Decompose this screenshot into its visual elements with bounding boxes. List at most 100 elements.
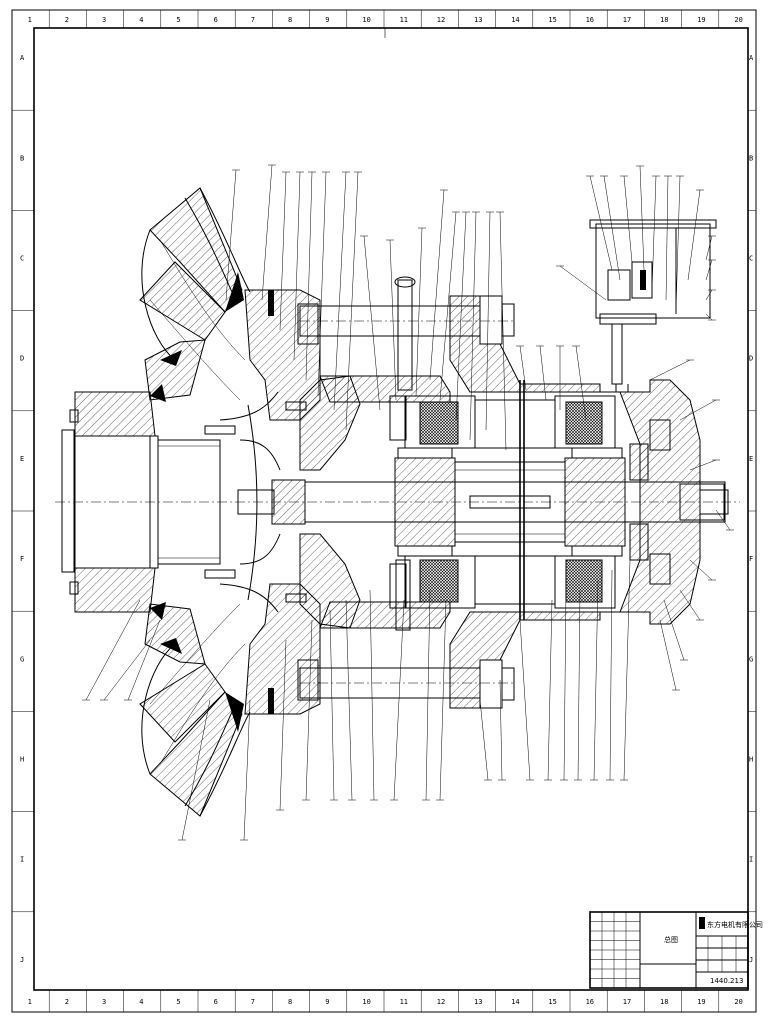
leader-line xyxy=(103,639,151,701)
leader-line xyxy=(127,619,161,701)
column-zone-label: 13 xyxy=(474,998,482,1006)
revision-grid xyxy=(590,912,737,988)
row-zone-label: H xyxy=(749,756,753,764)
row-zone-label: A xyxy=(20,54,25,62)
leader-line xyxy=(679,589,701,621)
leader-line xyxy=(705,235,713,261)
leader-line xyxy=(429,189,445,381)
company-name: 东方电机有限公司 xyxy=(707,920,763,929)
leader-line xyxy=(279,639,287,811)
row-zone-label: A xyxy=(749,54,754,62)
row-zone-label: B xyxy=(749,154,753,162)
leader-line xyxy=(665,175,669,301)
stator-windings xyxy=(389,395,616,609)
leader-line xyxy=(317,171,327,397)
column-zone-label: 17 xyxy=(623,16,631,24)
leader-line xyxy=(499,679,503,781)
column-zone-label: 6 xyxy=(214,16,218,24)
column-zone-label: 11 xyxy=(400,16,408,24)
column-zone-label: 20 xyxy=(734,16,742,24)
part-leader-lines xyxy=(82,164,734,841)
lifting-eye-bolt xyxy=(394,276,416,631)
leader-line xyxy=(519,345,527,391)
leader-line xyxy=(261,164,273,301)
row-zone-label: J xyxy=(20,956,24,964)
column-zone-label: 19 xyxy=(697,998,705,1006)
leader-line xyxy=(679,399,717,421)
leader-line xyxy=(651,175,657,291)
leader-line xyxy=(559,265,607,301)
leader-line xyxy=(639,165,645,271)
upper-volute-casing xyxy=(139,187,251,402)
leader-line xyxy=(439,211,457,401)
column-zone-label: 1 xyxy=(28,998,32,1006)
column-zone-label: 16 xyxy=(586,998,594,1006)
row-zone-label: F xyxy=(749,555,753,563)
leader-line xyxy=(547,599,553,781)
column-zone-markers: 1122334455667788991010111112121313141415… xyxy=(28,10,743,1012)
leader-line xyxy=(577,589,581,781)
leader-line xyxy=(715,509,731,531)
leader-line xyxy=(479,699,489,781)
row-zone-label: B xyxy=(20,154,24,162)
leader-line xyxy=(539,345,547,401)
column-zone-label: 10 xyxy=(362,16,370,24)
column-zone-label: 7 xyxy=(251,16,255,24)
column-zone-label: 5 xyxy=(176,998,180,1006)
inlet-pipe xyxy=(61,391,221,613)
column-zone-label: 14 xyxy=(511,998,519,1006)
leader-line xyxy=(689,559,713,581)
leader-line xyxy=(455,211,467,421)
column-zone-label: 3 xyxy=(102,16,106,24)
row-zone-label: C xyxy=(749,255,753,263)
column-zone-label: 12 xyxy=(437,16,445,24)
column-zone-label: 18 xyxy=(660,998,668,1006)
column-zone-label: 15 xyxy=(548,16,556,24)
terminal-box xyxy=(589,219,717,393)
leader-line xyxy=(689,459,717,471)
column-zone-label: 15 xyxy=(548,998,556,1006)
drawing-name: 总图 xyxy=(664,935,678,944)
assembly-section-view xyxy=(55,28,740,817)
leader-line xyxy=(705,259,713,281)
leader-line xyxy=(485,211,491,431)
leader-line xyxy=(705,313,713,321)
title-block: 东方电机有限公司 总图 1440.213 xyxy=(589,911,763,989)
column-zone-label: 16 xyxy=(586,16,594,24)
leader-line xyxy=(345,599,353,801)
leader-line xyxy=(603,175,621,281)
sheet-inner-border xyxy=(33,27,749,991)
column-zone-label: 4 xyxy=(139,16,143,24)
row-zone-label: G xyxy=(749,655,753,663)
row-zone-label: I xyxy=(749,856,753,864)
leader-line xyxy=(609,569,613,781)
rotor-shaft xyxy=(304,447,729,557)
row-zone-label: E xyxy=(749,455,753,463)
leader-line xyxy=(225,169,237,301)
column-zone-label: 17 xyxy=(623,998,631,1006)
leader-line xyxy=(363,235,381,411)
leader-line xyxy=(519,619,531,781)
row-zone-label: J xyxy=(749,956,753,964)
leader-line xyxy=(389,239,397,401)
leader-line xyxy=(705,289,713,301)
leader-line xyxy=(675,175,681,311)
column-zone-label: 13 xyxy=(474,16,482,24)
row-zone-label: C xyxy=(20,255,24,263)
leader-line xyxy=(85,599,141,701)
leader-line xyxy=(649,359,691,381)
leader-line xyxy=(305,171,313,381)
column-zone-label: 12 xyxy=(437,998,445,1006)
row-zone-label: H xyxy=(20,756,24,764)
row-zone-label: E xyxy=(20,455,24,463)
column-zone-label: 2 xyxy=(65,16,69,24)
leader-line xyxy=(499,211,507,451)
column-zone-label: 10 xyxy=(362,998,370,1006)
column-zone-label: 11 xyxy=(400,998,408,1006)
leader-line xyxy=(659,619,677,691)
leader-line xyxy=(345,171,359,431)
column-zone-label: 6 xyxy=(214,998,218,1006)
leader-line xyxy=(329,609,335,801)
